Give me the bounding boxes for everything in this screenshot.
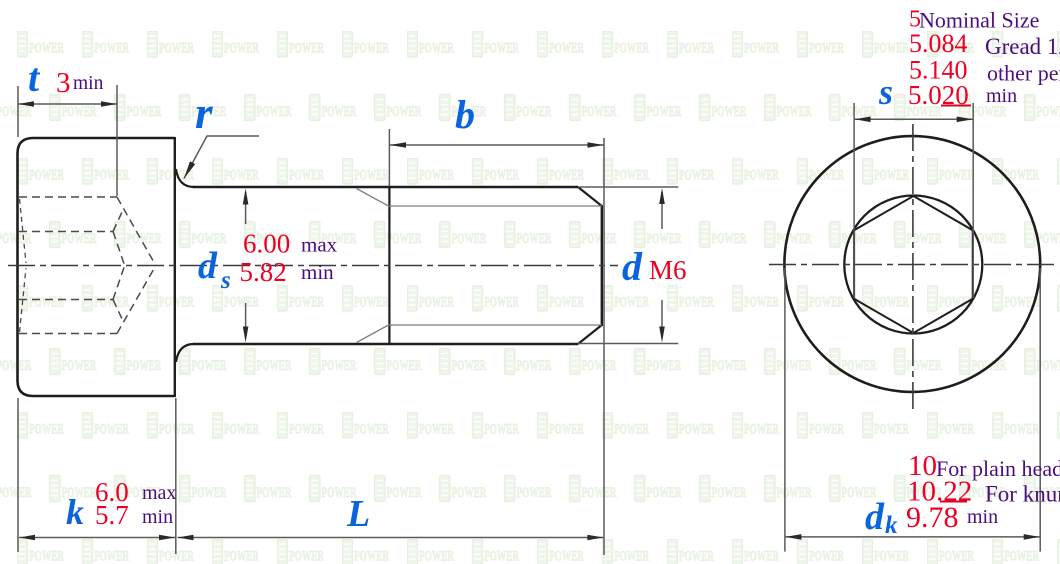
svg-text:For plain head: For plain head — [936, 456, 1060, 481]
svg-text:max: max — [142, 482, 176, 504]
svg-text:M6: M6 — [649, 255, 687, 285]
svg-text:min: min — [73, 73, 104, 94]
svg-text:min: min — [142, 506, 173, 528]
svg-text:For knurled: For knurled — [985, 482, 1060, 507]
svg-text:s: s — [220, 267, 231, 294]
svg-text:Nominal Size: Nominal Size — [919, 8, 1039, 33]
svg-text:L: L — [346, 493, 370, 535]
svg-text:6.0: 6.0 — [95, 477, 129, 507]
svg-text:s: s — [878, 72, 893, 112]
svg-text:k: k — [66, 492, 84, 532]
svg-text:9.78: 9.78 — [906, 501, 959, 534]
svg-text:Gread 12.9: Gread 12.9 — [985, 34, 1060, 59]
svg-text:5.7: 5.7 — [95, 500, 129, 530]
svg-text:5.140: 5.140 — [909, 56, 968, 85]
svg-text:d: d — [865, 496, 885, 538]
svg-text:d: d — [198, 245, 218, 287]
svg-text:max: max — [301, 233, 338, 257]
svg-text:min: min — [986, 85, 1017, 107]
svg-text:5.084: 5.084 — [909, 29, 968, 58]
svg-text:t: t — [28, 55, 41, 100]
svg-text:5: 5 — [909, 7, 921, 33]
svg-text:other performance: other performance — [987, 61, 1060, 86]
svg-text:b: b — [455, 92, 475, 137]
svg-text:min: min — [301, 260, 334, 284]
svg-text:k: k — [885, 512, 898, 539]
svg-text:r: r — [195, 88, 213, 138]
svg-text:6.00: 6.00 — [243, 229, 290, 259]
svg-text:10: 10 — [908, 450, 937, 482]
svg-text:min: min — [967, 506, 998, 528]
svg-text:5.82: 5.82 — [240, 257, 287, 287]
svg-text:3: 3 — [56, 67, 71, 99]
svg-text:d: d — [622, 244, 643, 289]
